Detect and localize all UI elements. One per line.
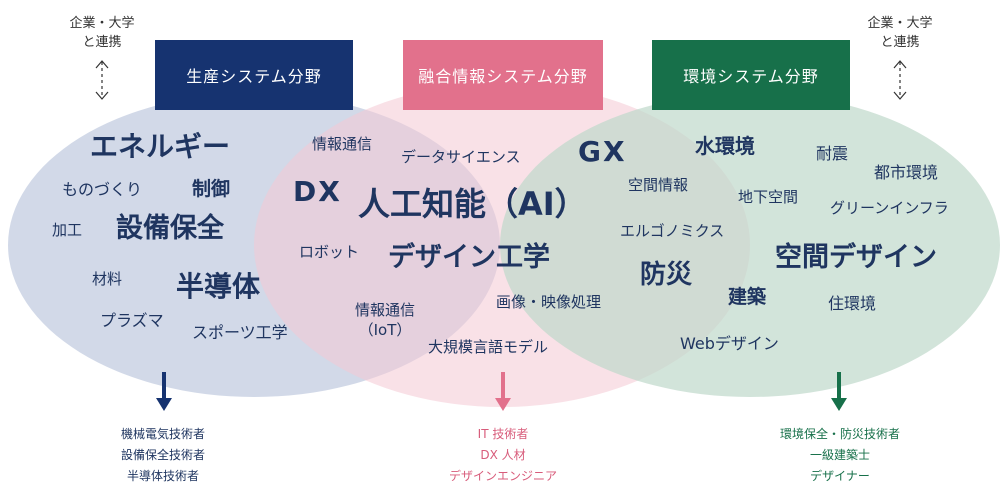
keyword-urban: 都市環境 xyxy=(874,163,939,182)
keyword-space-design: 空間デザイン xyxy=(775,242,937,273)
left-partnership-arrow xyxy=(95,60,109,100)
keyword-housing: 住環境 xyxy=(828,294,877,313)
keyword-green: グリーンインフラ xyxy=(830,199,949,217)
keyword-iot: 情報通信 （IoT） xyxy=(345,300,425,340)
keyword-iot-line2: （IoT） xyxy=(358,321,412,339)
keyword-iot-line1: 情報通信 xyxy=(354,301,415,319)
partnership-line1: 企業・大学 xyxy=(867,16,933,31)
right-partnership-label: 企業・大学 と連携 xyxy=(850,14,950,52)
info-arrow-head xyxy=(495,398,511,411)
keyword-plasma: プラズマ xyxy=(100,311,164,330)
left-partnership-label: 企業・大学 と連携 xyxy=(52,14,152,52)
info-outcomes: IT 技術者 DX 人材 デザインエンジニア xyxy=(403,424,603,487)
keyword-spatial-info: 空間情報 xyxy=(628,176,689,194)
keyword-image: 画像・映像処理 xyxy=(496,293,602,311)
outcome-item: デザイナー xyxy=(810,469,870,483)
keyword-datascience: データサイエンス xyxy=(401,148,521,166)
keyword-web: Webデザイン xyxy=(680,334,779,353)
keyword-monozukuri: ものづくり xyxy=(62,180,143,199)
environment-arrow-head xyxy=(831,398,847,411)
keyword-control: 制御 xyxy=(192,178,231,200)
outcome-item: デザインエンジニア xyxy=(448,469,557,483)
info-field-header: 融合情報システム分野 xyxy=(403,40,603,110)
keyword-quake: 耐震 xyxy=(816,144,849,163)
production-outcomes: 機械電気技術者 設備保全技術者 半導体技術者 xyxy=(63,424,263,487)
right-partnership-arrow xyxy=(893,60,907,100)
keyword-kako: 加工 xyxy=(52,221,83,239)
keyword-robot: ロボット xyxy=(299,243,360,261)
outcome-item: 設備保全技術者 xyxy=(120,448,205,462)
outcome-item: 環境保全・防災技術者 xyxy=(779,427,900,441)
keyword-gx: GX xyxy=(578,135,627,168)
keyword-water: 水環境 xyxy=(695,134,755,158)
keyword-architecture: 建築 xyxy=(728,286,767,308)
outcome-item: 一級建築士 xyxy=(809,448,870,462)
keyword-dx: DX xyxy=(293,175,342,208)
keyword-design-eng: デザイン工学 xyxy=(388,242,550,273)
keyword-disaster: 防災 xyxy=(640,260,693,290)
keyword-llm: 大規模言語モデル xyxy=(428,338,549,356)
environment-outcomes: 環境保全・防災技術者 一級建築士 デザイナー xyxy=(740,424,940,487)
outcome-item: IT 技術者 xyxy=(477,427,529,441)
production-field-header: 生産システム分野 xyxy=(155,40,353,110)
outcome-item: DX 人材 xyxy=(480,448,526,462)
partnership-line2: と連携 xyxy=(82,35,122,50)
environment-ellipse xyxy=(500,93,1000,397)
keyword-sports: スポーツ工学 xyxy=(192,323,288,342)
outcome-item: 半導体技術者 xyxy=(126,469,199,483)
keyword-comm: 情報通信 xyxy=(312,135,373,153)
keyword-underground: 地下空間 xyxy=(738,188,799,206)
keyword-energy: エネルギー xyxy=(90,130,231,163)
outcome-item: 機械電気技術者 xyxy=(120,427,205,441)
keyword-ai: 人工知能（AI） xyxy=(358,185,587,223)
keyword-maintenance: 設備保全 xyxy=(116,213,224,244)
keyword-semiconductor: 半導体 xyxy=(176,270,261,303)
keyword-ergonomics: エルゴノミクス xyxy=(620,222,725,240)
production-arrow-head xyxy=(156,398,172,411)
partnership-line1: 企業・大学 xyxy=(69,16,135,31)
environment-field-header: 環境システム分野 xyxy=(652,40,850,110)
partnership-line2: と連携 xyxy=(880,35,920,50)
keyword-materials: 材料 xyxy=(92,270,123,288)
